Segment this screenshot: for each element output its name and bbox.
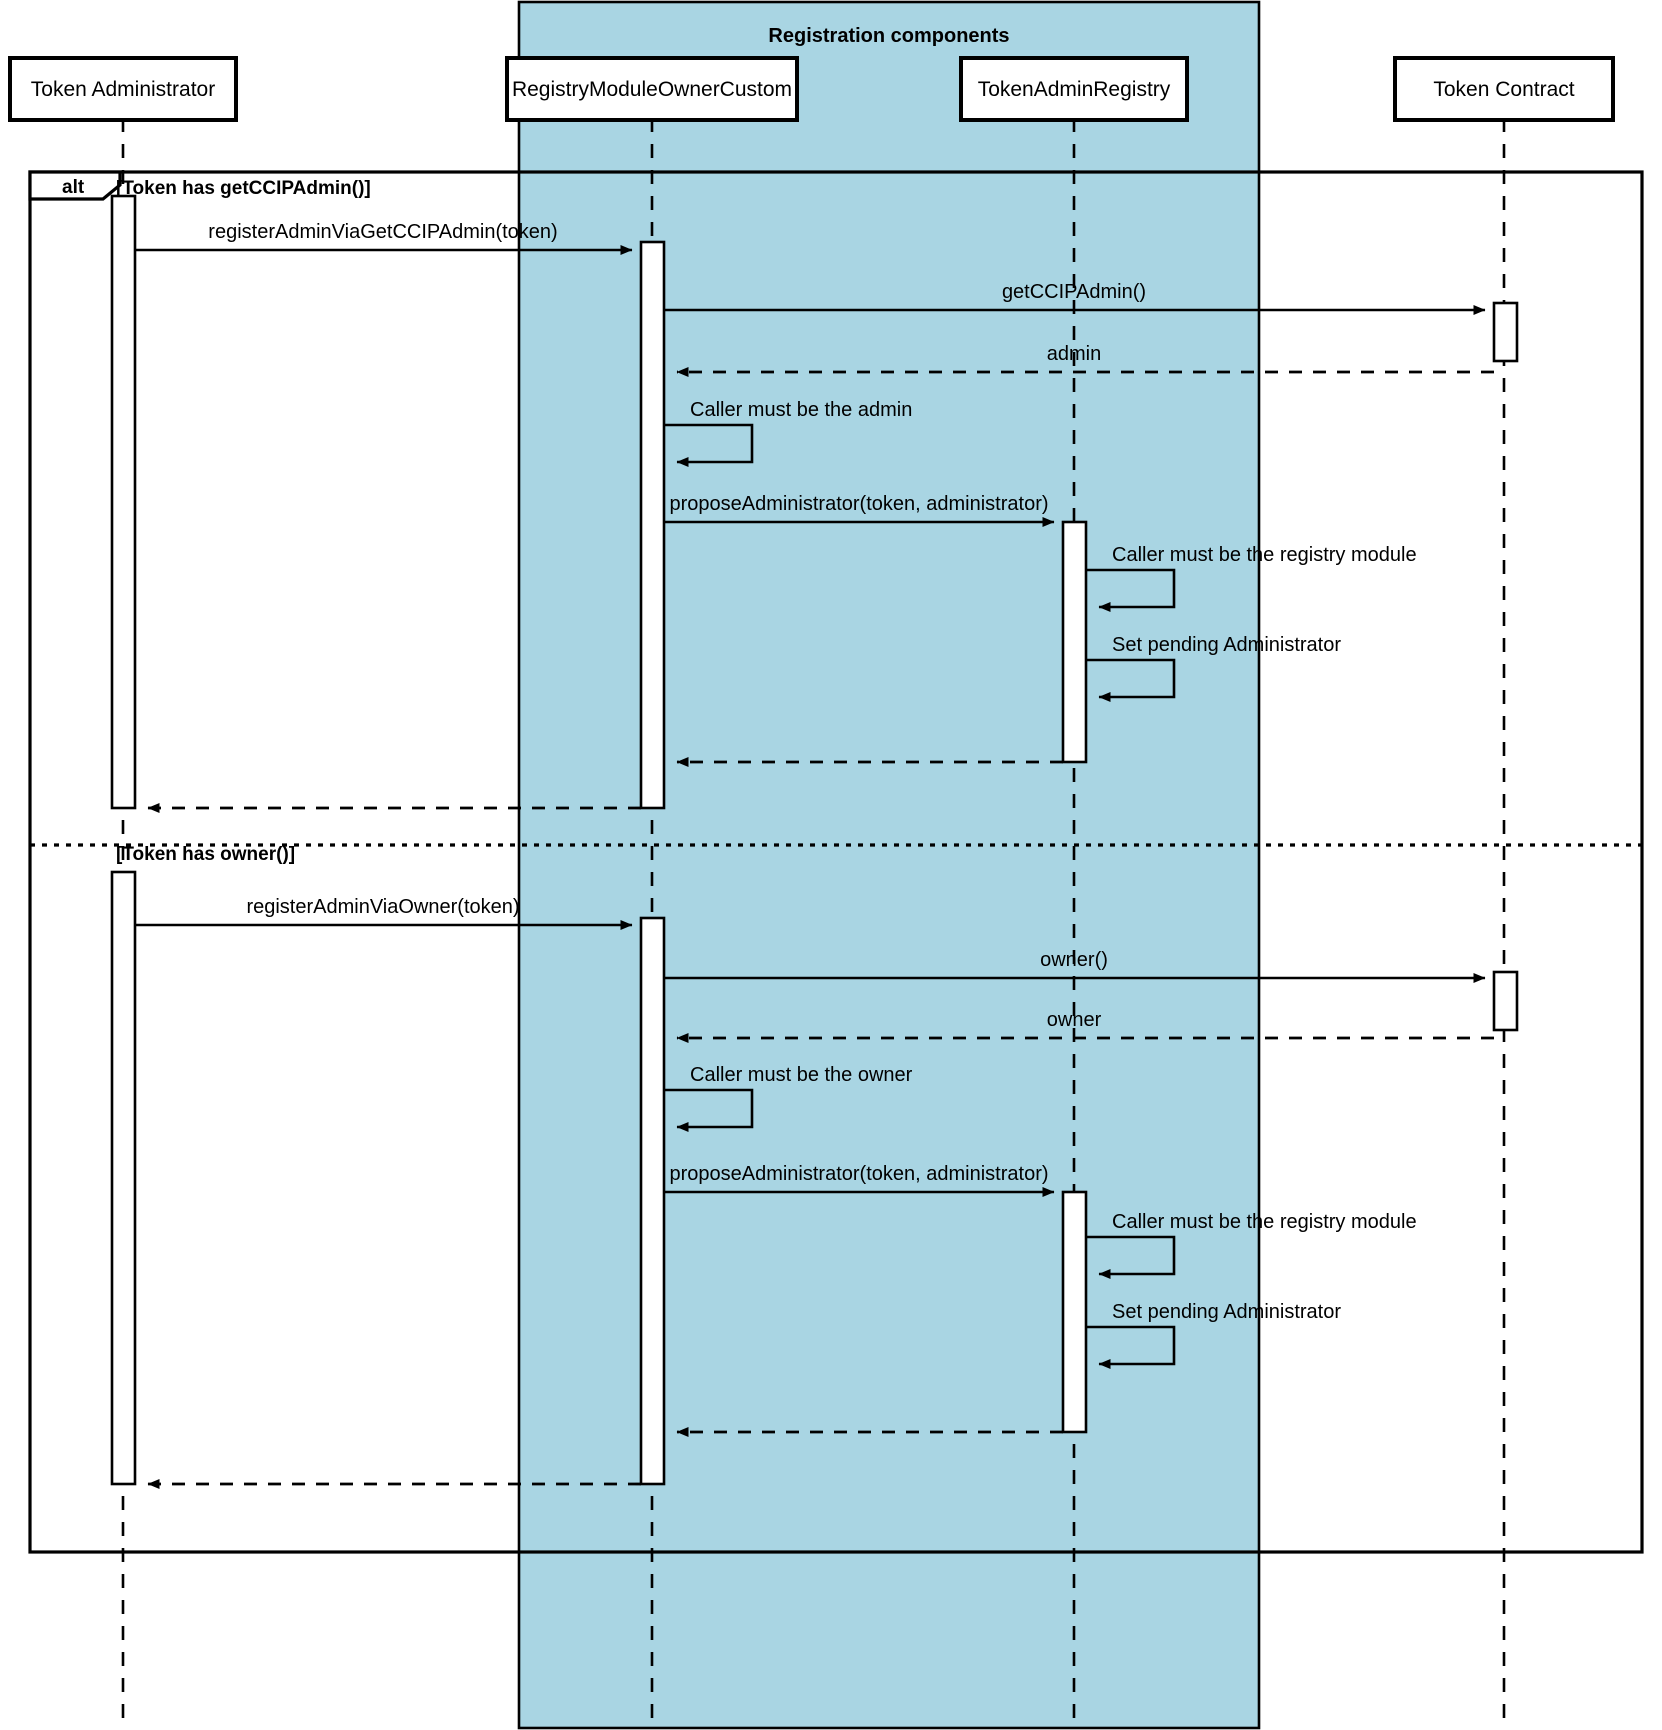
message-label-register-admin-via-owner: registerAdminViaOwner(token)	[246, 896, 519, 918]
activation-token-admin-registry-2	[1061, 1190, 1088, 1434]
message-label-propose-administrator-1: proposeAdministrator(token, administrato…	[669, 493, 1048, 515]
self-message-caller-must-be-admin: Caller must be the admin	[664, 399, 912, 467]
message-propose-administrator-2: proposeAdministrator(token, administrato…	[664, 1163, 1055, 1197]
self-message-label-set-pending-administrator-2: Set pending Administrator	[1112, 1301, 1341, 1323]
message-register-admin-via-getccipadmin: registerAdminViaGetCCIPAdmin(token)	[135, 221, 633, 255]
message-return-owner: owner	[676, 1009, 1494, 1043]
alt-guard-1: [Token has getCCIPAdmin()]	[116, 178, 371, 199]
message-propose-administrator-1: proposeAdministrator(token, administrato…	[664, 493, 1055, 527]
self-message-caller-must-be-registry-module-2: Caller must be the registry module	[1086, 1211, 1417, 1279]
self-message-label-caller-must-be-registry-module-1: Caller must be the registry module	[1112, 544, 1417, 566]
self-message-caller-must-be-owner: Caller must be the owner	[664, 1064, 913, 1132]
participant-label-token-contract: Token Contract	[1433, 78, 1574, 101]
participant-label-token-admin-registry: TokenAdminRegistry	[978, 78, 1171, 101]
message-label-return-owner: owner	[1047, 1009, 1102, 1031]
group-title: Registration components	[768, 25, 1009, 47]
activation-registry-module-2	[639, 916, 666, 1486]
participant-label-registry-module-owner-custom: RegistryModuleOwnerCustom	[512, 78, 792, 101]
activation-token-contract-1	[1492, 301, 1519, 363]
activation-token-administrator-2	[110, 870, 137, 1486]
message-owner-call: owner()	[664, 949, 1486, 983]
participant-token-administrator[interactable]: Token Administrator	[8, 56, 238, 122]
message-register-admin-via-owner: registerAdminViaOwner(token)	[135, 896, 633, 930]
message-label-owner-call: owner()	[1040, 949, 1108, 971]
participant-token-admin-registry[interactable]: TokenAdminRegistry	[959, 56, 1189, 122]
alt-operator-label: alt	[62, 177, 85, 198]
message-label-propose-administrator-2: proposeAdministrator(token, administrato…	[669, 1163, 1048, 1185]
self-message-caller-must-be-registry-module-1: Caller must be the registry module	[1086, 544, 1417, 612]
message-get-ccip-admin: getCCIPAdmin()	[664, 281, 1486, 315]
activation-token-contract-2	[1492, 970, 1519, 1032]
message-return-admin: admin	[676, 343, 1494, 377]
alt-guard-2: [Token has owner()]	[116, 844, 295, 865]
alt-operator-tab	[28, 170, 122, 201]
self-message-set-pending-administrator-2: Set pending Administrator	[1086, 1301, 1341, 1369]
self-message-label-caller-must-be-owner: Caller must be the owner	[690, 1064, 913, 1086]
participant-token-contract[interactable]: Token Contract	[1393, 56, 1615, 122]
message-label-register-admin-via-getccipadmin: registerAdminViaGetCCIPAdmin(token)	[208, 221, 557, 243]
participant-label-token-administrator: Token Administrator	[31, 78, 215, 101]
activation-registry-module-1	[639, 240, 666, 810]
group-box-registration-components	[519, 2, 1259, 1728]
message-label-get-ccip-admin: getCCIPAdmin()	[1002, 281, 1146, 303]
group-box-border	[517, 0, 1261, 1730]
self-message-label-set-pending-administrator-1: Set pending Administrator	[1112, 634, 1341, 656]
participant-registry-module-owner-custom[interactable]: RegistryModuleOwnerCustom	[505, 56, 799, 122]
self-message-set-pending-administrator-1: Set pending Administrator	[1086, 634, 1341, 702]
message-label-return-admin: admin	[1047, 343, 1101, 365]
self-message-label-caller-must-be-admin: Caller must be the admin	[690, 399, 912, 421]
self-message-label-caller-must-be-registry-module-2: Caller must be the registry module	[1112, 1211, 1417, 1233]
activation-token-administrator-1	[110, 194, 137, 810]
alt-fragment-frame	[28, 170, 1644, 1554]
activation-token-admin-registry-1	[1061, 520, 1088, 764]
